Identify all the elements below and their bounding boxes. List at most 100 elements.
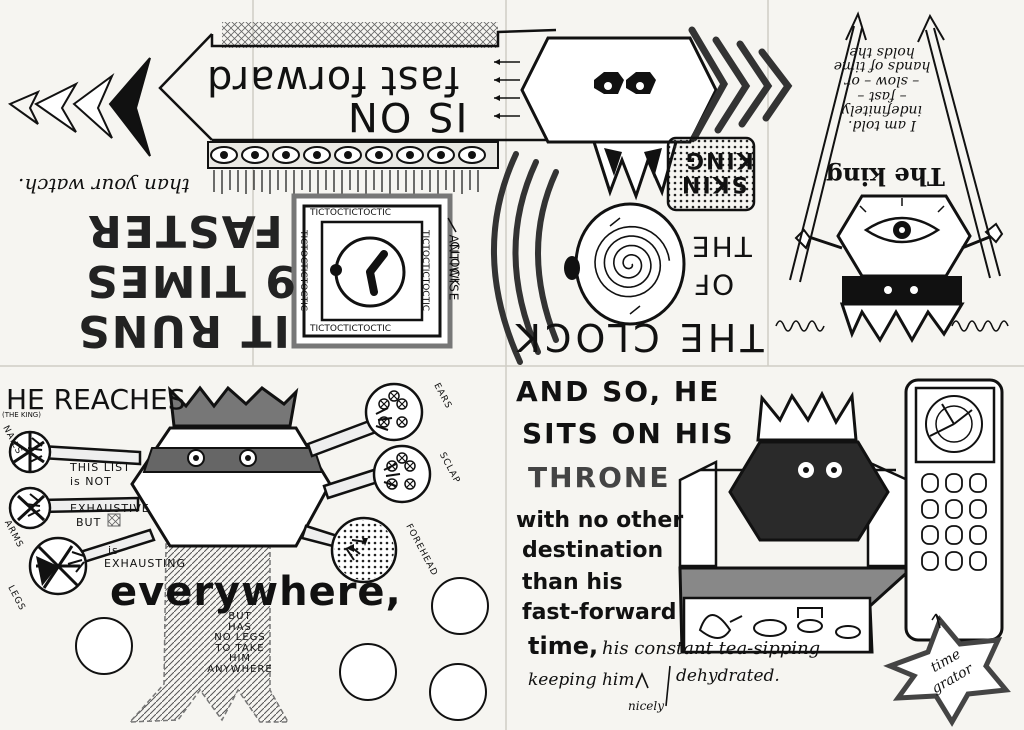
destination-line-1: with no other xyxy=(516,508,684,533)
eye-band xyxy=(207,141,499,194)
tictoc-top: TICTOCTICTOCTIC xyxy=(310,208,392,218)
device-key-icon xyxy=(969,551,987,571)
king-line-2: indefinitely xyxy=(842,102,922,119)
king-line-3: – fast – xyxy=(857,87,907,104)
target-circles-right xyxy=(330,382,432,584)
everywhere-text: everywhere, xyxy=(110,569,402,615)
time-grator-star xyxy=(883,613,1011,727)
king-line-4: – slow – or xyxy=(844,73,920,90)
the-king-note: (THE KING) xyxy=(2,411,41,419)
king-line-5: hands of time xyxy=(833,58,931,75)
list-line-5: is xyxy=(108,544,119,557)
list-line-6: EXHAUSTING xyxy=(104,557,187,570)
band-pupil-icon xyxy=(375,151,383,159)
king-text: KING xyxy=(684,147,754,172)
speed-chevrons xyxy=(688,26,793,142)
no-legs-line-3: NO LEGS xyxy=(214,632,266,643)
device-key-icon xyxy=(969,499,987,519)
tictoc-right: TICTOCTICTOCTIC xyxy=(420,229,431,312)
tea-annotation-lines xyxy=(635,665,671,707)
tictoc-bottom: TICTOCTICTOCTIC xyxy=(310,324,392,334)
tictoc-left: TICTOCTICTOCTIC xyxy=(298,229,309,312)
sits-line-3: THRONE xyxy=(528,461,671,494)
runs-text-it-runs: IT RUNS xyxy=(76,305,290,356)
band-pupil-icon xyxy=(437,151,445,159)
runs-text-faster: FASTER xyxy=(86,205,283,256)
skin-text: SKIN xyxy=(680,171,748,196)
device-key-icon xyxy=(945,525,963,545)
band-pupil-icon xyxy=(251,151,259,159)
destination-line-3: than his xyxy=(522,570,623,595)
device-key-icon xyxy=(921,551,939,571)
cross-line-icon xyxy=(406,480,414,488)
device-key-icon xyxy=(945,499,963,519)
no-legs-line-6: ANYWHERE xyxy=(207,663,273,675)
tictoc-clock-frame xyxy=(291,193,457,349)
arrow-tail-triangles xyxy=(7,57,151,157)
device-key-icon xyxy=(921,499,939,519)
device-key-icon xyxy=(921,525,939,545)
device-key-icon xyxy=(969,473,987,493)
device-key-icon xyxy=(921,473,939,493)
spiral-clock-face xyxy=(564,202,686,326)
sits-line-1: AND SO, HE xyxy=(516,375,721,408)
king-line-1: I am told. xyxy=(848,117,916,134)
he-reaches-title: HE REACHES xyxy=(6,383,186,416)
no-legs-line-5: HIM xyxy=(228,653,252,664)
hand-icons xyxy=(25,407,401,573)
king-description-text: I am told. indefinitely – fast – – slow … xyxy=(832,43,932,134)
tea-sipping-line: his constant tea-sipping xyxy=(602,638,821,659)
runs-text-9-times: 9 TIMES xyxy=(84,255,296,306)
band-pupil-icon xyxy=(282,151,290,159)
destination-line-4: fast-forward xyxy=(522,600,677,625)
reaching-king-legs xyxy=(128,543,290,723)
no-legs-line-4: TO TAKE xyxy=(215,642,265,654)
no-legs-line-2: HAS xyxy=(228,621,252,633)
cross-line-icon xyxy=(390,392,398,400)
sits-line-2: SITS ON HIS xyxy=(522,417,735,450)
band-pupil-icon xyxy=(344,151,352,159)
skin-king-badge xyxy=(666,136,756,212)
time-word: time, xyxy=(528,632,599,660)
cross-line-icon xyxy=(380,400,388,408)
empty-circles xyxy=(75,577,489,721)
band-pupil-icon xyxy=(313,151,321,159)
nicely-text: nicely xyxy=(628,699,665,713)
hands-of-time-arrows xyxy=(789,11,1001,283)
cross-line-icon xyxy=(398,454,406,462)
reaching-king-body xyxy=(130,385,332,548)
list-line-4: BUT xyxy=(76,516,102,529)
king-line-6: holds the xyxy=(849,43,915,60)
hatch-patch xyxy=(107,513,121,527)
vibration-arcs xyxy=(490,151,559,365)
masked-hexagon-head xyxy=(494,36,718,144)
dehydrated-text: dehydrated. xyxy=(676,666,780,686)
band-pupil-icon xyxy=(468,151,476,159)
reaching-arms xyxy=(38,418,386,564)
cross-line-icon xyxy=(398,418,406,426)
destination-line-2: destination xyxy=(522,538,664,563)
time-grator-device xyxy=(904,378,1004,642)
target-circles-left xyxy=(8,430,88,596)
clock-antiwise-line2: ANTIWISE xyxy=(446,234,461,302)
cross-line-icon xyxy=(398,400,406,408)
band-pupil-icon xyxy=(406,151,414,159)
device-key-icon xyxy=(945,551,963,571)
the-clock-text: THE CLOCK xyxy=(512,315,764,359)
keeping-him-text: keeping him xyxy=(528,670,635,690)
list-line-2: is NOT xyxy=(70,475,112,488)
arrow-text-is-on: IS ON xyxy=(346,93,468,139)
device-key-icon xyxy=(945,473,963,493)
throne-king xyxy=(678,390,916,654)
king-title-text: The king xyxy=(826,162,945,191)
king-figure xyxy=(794,194,1004,344)
cross-line-icon xyxy=(406,462,414,470)
no-legs-text: BUT HAS NO LEGS TO TAKE HIM ANYWHERE xyxy=(200,611,280,675)
of-text: OF xyxy=(692,268,735,301)
coil-squiggles xyxy=(775,320,1009,332)
device-key-icon xyxy=(969,525,987,545)
list-line-3: EXHAUSTIVE xyxy=(70,502,150,515)
band-pupil-icon xyxy=(220,151,228,159)
